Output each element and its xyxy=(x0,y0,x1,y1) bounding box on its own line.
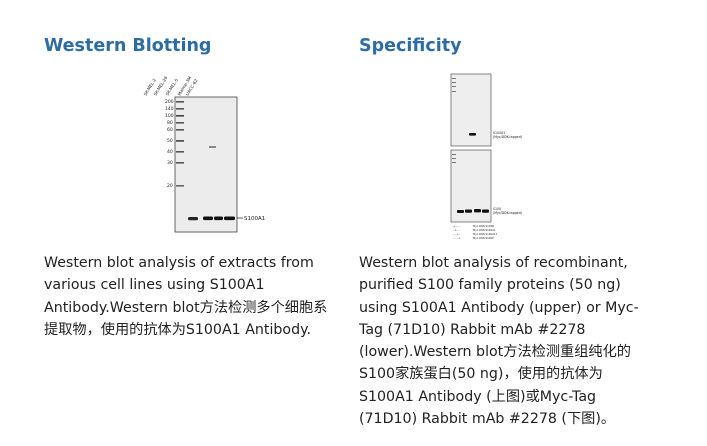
lower-marker-ladder xyxy=(452,154,456,163)
blot-membrane xyxy=(174,96,238,233)
marker-label: 50 xyxy=(167,138,173,144)
upper-band-label: S100A1(Myc/DDK-tagged) xyxy=(493,131,522,139)
marker-ladder xyxy=(176,101,184,187)
marker-label: 140 xyxy=(165,106,174,112)
marker-label: 200 xyxy=(165,99,174,105)
legend-item: Myc-DDK-S100P xyxy=(473,236,494,240)
marker-label: 40 xyxy=(167,149,173,155)
specificity-blot-image: S100A1(Myc/DDK-tagged) S100(Myc/DDK-tagg… xyxy=(450,73,522,240)
marker-label: 20 xyxy=(167,183,173,189)
upper-band xyxy=(469,133,476,136)
svg-text:- - - +: - - - + xyxy=(453,236,460,240)
lane-legend: + - - - - + - - - - + - - - - + Myc-DDK-… xyxy=(453,224,498,240)
lane-labels: SK-MEL-2 SK-MEL-28 SK-MEL-5 Malme-3M UAC… xyxy=(143,75,199,96)
legend-item: Myc-DDK-S100B xyxy=(473,224,494,228)
lower-bands xyxy=(457,209,489,213)
specificity-caption: Western blot analysis of recombinant, pu… xyxy=(359,255,639,428)
legend-item: Myc-DDK-S100A1 xyxy=(473,228,496,232)
svg-text:- + - -: - + - - xyxy=(453,228,461,232)
marker-label: 80 xyxy=(167,120,173,126)
western-blot-image: SK-MEL-2 SK-MEL-28 SK-MEL-5 Malme-3M UAC… xyxy=(143,75,265,233)
s100a1-bands xyxy=(188,216,235,221)
svg-text:+ - - -: + - - - xyxy=(453,224,461,228)
faint-band xyxy=(209,146,216,148)
marker-label: 100 xyxy=(165,113,174,119)
marker-label: 30 xyxy=(167,160,173,166)
lower-band-label: S100(Myc/DDK-tagged) xyxy=(493,207,522,215)
western-blotting-heading: Western Blotting xyxy=(44,36,212,56)
western-blotting-caption: Western blot analysis of extracts from v… xyxy=(44,255,328,338)
legend-item: Myc-DDK-S100A11 xyxy=(473,232,498,236)
specificity-heading: Specificity xyxy=(359,36,462,56)
marker-labels: 200 140 100 80 60 50 40 30 20 xyxy=(165,99,174,189)
band-label: S100A1 xyxy=(244,216,265,222)
marker-label: 60 xyxy=(167,127,173,133)
upper-marker-ladder xyxy=(452,78,456,92)
svg-text:- - + -: - - + - xyxy=(453,232,461,236)
